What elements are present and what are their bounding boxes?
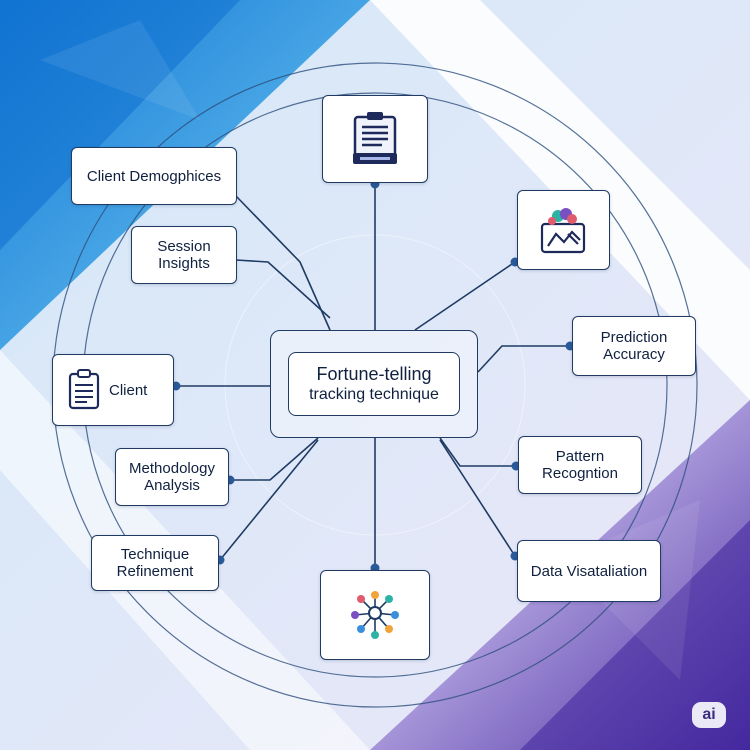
client-label: Client <box>109 381 148 399</box>
methodology-analysis-label: Methodology Analysis <box>129 460 215 494</box>
top-right-icon-node[interactable] <box>517 190 610 270</box>
client-node[interactable]: Client <box>52 354 174 426</box>
prediction-accuracy-label: Prediction Accuracy <box>600 329 668 363</box>
clipboard-icon <box>68 369 100 410</box>
session-insights-label: Session Insights <box>157 238 211 272</box>
client-demographics-node[interactable]: Client Demogphices <box>71 147 237 205</box>
chart-image-icon <box>540 208 585 254</box>
center-title: Fortune-telling <box>316 364 432 384</box>
technique-refinement-node[interactable]: Technique Refinement <box>91 535 219 591</box>
document-printer-icon <box>353 112 397 164</box>
client-demographics-label: Client Demogphices <box>86 167 222 185</box>
bottom-icon-node[interactable] <box>320 570 430 660</box>
network-graph-icon <box>351 591 399 639</box>
pattern-recognition-label: Pattern Recogntion <box>542 448 618 482</box>
center-subtitle: tracking technique <box>309 386 439 403</box>
data-visualization-node[interactable]: Data Visataliation <box>517 540 661 602</box>
methodology-analysis-node[interactable]: Methodology Analysis <box>115 448 229 506</box>
data-visualization-label: Data Visataliation <box>530 562 648 580</box>
technique-refinement-label: Technique Refinement <box>116 546 194 580</box>
center-node[interactable]: Fortune-telling tracking technique <box>288 352 460 416</box>
session-insights-node[interactable]: Session Insights <box>131 226 237 284</box>
pattern-recognition-node[interactable]: Pattern Recogntion <box>518 436 642 494</box>
prediction-accuracy-node[interactable]: Prediction Accuracy <box>572 316 696 376</box>
top-icon-node[interactable] <box>322 95 428 183</box>
ai-badge: ai <box>692 702 726 728</box>
